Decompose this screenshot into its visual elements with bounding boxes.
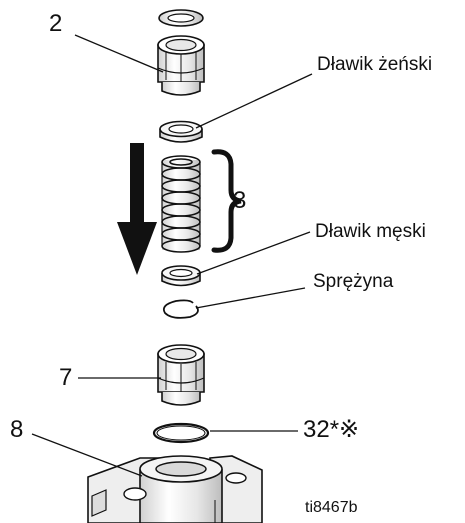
callout-3: 3: [233, 187, 247, 214]
callout-female-gland: Dławik żeński: [317, 54, 433, 75]
leader-lines: [31, 34, 313, 477]
assembly-direction-arrow: [117, 143, 157, 275]
packing-nut-2: [157, 35, 205, 96]
o-ring-32: [152, 422, 210, 444]
housing-8: [87, 455, 263, 523]
callout-2: 2: [49, 10, 63, 37]
callout-32: 32*※: [303, 416, 360, 443]
female-gland-ring: [159, 120, 203, 143]
figure-id: ti8467b: [305, 499, 358, 516]
top-washer: [158, 9, 204, 27]
packing-bracket: [211, 149, 242, 253]
spring-clip: [162, 299, 199, 319]
callout-8: 8: [10, 416, 24, 443]
male-gland-ring: [161, 265, 201, 287]
packing-stack-3: [161, 155, 201, 253]
packing-nut-7: [157, 344, 205, 406]
callout-7: 7: [59, 364, 73, 391]
callout-male-gland: Dławik męski: [315, 221, 426, 242]
callout-spring: Sprężyna: [313, 271, 394, 292]
